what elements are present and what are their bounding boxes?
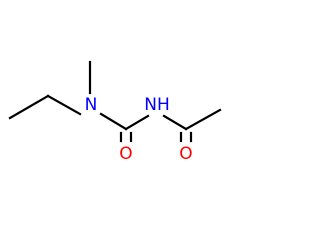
bond-ethyl-ch2-n <box>46 94 82 116</box>
nitrogen-h-atom-label: NH <box>144 95 170 115</box>
bond-ethyl-ch3-ch2 <box>8 94 50 120</box>
oxygen-atom-label-urea: O <box>119 144 132 164</box>
bond-n-carbonyl-c <box>99 112 128 131</box>
nitrogen-atom-label: N <box>85 95 98 115</box>
bond-acetyl-c-ch3 <box>184 108 222 131</box>
molecule-structure-diagram: N NH O O <box>8 60 222 164</box>
bond-carbonyl-c-nh <box>124 114 150 131</box>
bond-nh-acetyl-c <box>162 114 188 131</box>
oxygen-atom-label-acetyl: O <box>179 144 192 164</box>
